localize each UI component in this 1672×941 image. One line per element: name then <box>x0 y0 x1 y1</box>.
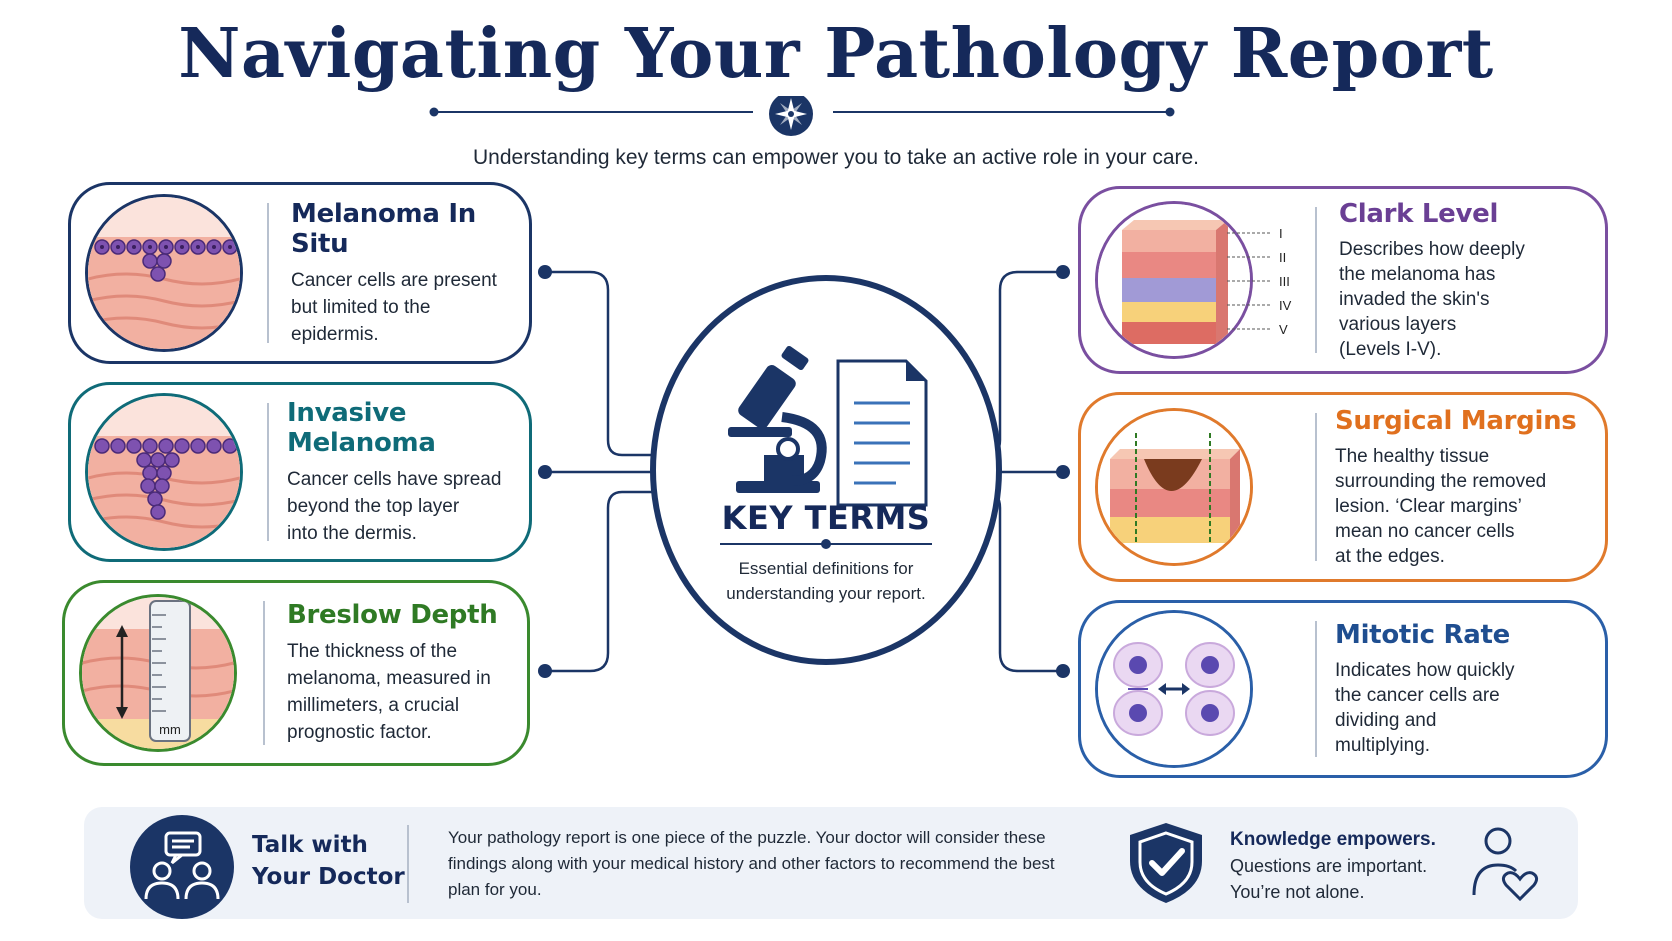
clark-level-label: V <box>1279 322 1288 337</box>
invasive-cells-illustration <box>85 393 243 551</box>
clark-level-markers: I II III IV V <box>1227 226 1292 337</box>
term-title: Mitotic Rate <box>1335 620 1510 650</box>
ruler-unit-label: mm <box>159 722 181 737</box>
key-terms-hub: KEY TERMS Essential definitions for unde… <box>650 275 1002 665</box>
clark-level-label: III <box>1279 274 1290 289</box>
clark-level-label: I <box>1279 226 1283 241</box>
card-surgical-margins: Surgical Margins The healthy tissue surr… <box>1078 392 1608 582</box>
hub-title: KEY TERMS <box>721 499 931 537</box>
card-melanoma-in-situ: Melanoma In Situ Cancer cells are presen… <box>68 182 532 364</box>
ruler-depth-illustration: mm <box>79 594 237 752</box>
compass-icon <box>769 96 813 136</box>
footer-body: Your pathology report is one piece of th… <box>448 828 1055 899</box>
talk-title: Talk with Your Doctor <box>252 832 405 890</box>
shield-check-icon <box>1130 823 1202 903</box>
term-description: The healthy tissue surrounding the remov… <box>1335 445 1547 567</box>
term-description: Describes how deeply the melanoma has in… <box>1339 238 1525 360</box>
term-description: Indicates how quickly the cancer cells a… <box>1335 660 1515 756</box>
term-title: Breslow Depth <box>287 600 498 630</box>
card-mitotic-rate: Mitotic Rate Indicates how quickly the c… <box>1078 600 1608 778</box>
clark-level-label: IV <box>1279 298 1292 313</box>
card-clark-level: I II III IV V Clark Level Describes how … <box>1078 186 1608 374</box>
term-description: The thickness of the melanoma, measured … <box>287 641 491 743</box>
title-divider <box>429 96 1175 136</box>
microscope-document-icon <box>728 345 928 507</box>
talk-icon <box>130 815 234 919</box>
term-title: Clark Level <box>1339 198 1499 229</box>
term-title: Melanoma In Situ <box>291 198 476 259</box>
term-title: Invasive Melanoma <box>287 397 436 458</box>
footer-banner: Talk with Your Doctor Your pathology rep… <box>84 807 1578 919</box>
clark-level-label: II <box>1279 250 1286 265</box>
knowledge-text: Knowledge empowers. Questions are import… <box>1230 827 1436 905</box>
hub-description: Essential definitions for understanding … <box>726 559 926 603</box>
page-title: Navigating Your Pathology Report <box>178 14 1494 94</box>
person-heart-icon <box>1472 827 1539 902</box>
knowledge-title: Knowledge empowers. <box>1230 829 1436 850</box>
knowledge-line: Questions are important. <box>1230 856 1428 876</box>
epidermis-cells-illustration <box>85 194 243 352</box>
skin-layers-illustration <box>1095 201 1253 359</box>
knowledge-line: You’re not alone. <box>1230 882 1365 902</box>
term-description: Cancer cells are present but limited to … <box>291 269 497 345</box>
excision-margins-illustration <box>1095 408 1253 566</box>
term-description: Cancer cells have spread beyond the top … <box>287 468 502 544</box>
page-subtitle: Understanding key terms can empower you … <box>472 146 1200 169</box>
card-invasive-melanoma: Invasive Melanoma Cancer cells have spre… <box>68 382 532 562</box>
term-title: Surgical Margins <box>1335 405 1577 436</box>
card-breslow-depth: mm Breslow Depth The thickness of the me… <box>62 580 530 766</box>
cell-division-illustration <box>1095 610 1253 768</box>
